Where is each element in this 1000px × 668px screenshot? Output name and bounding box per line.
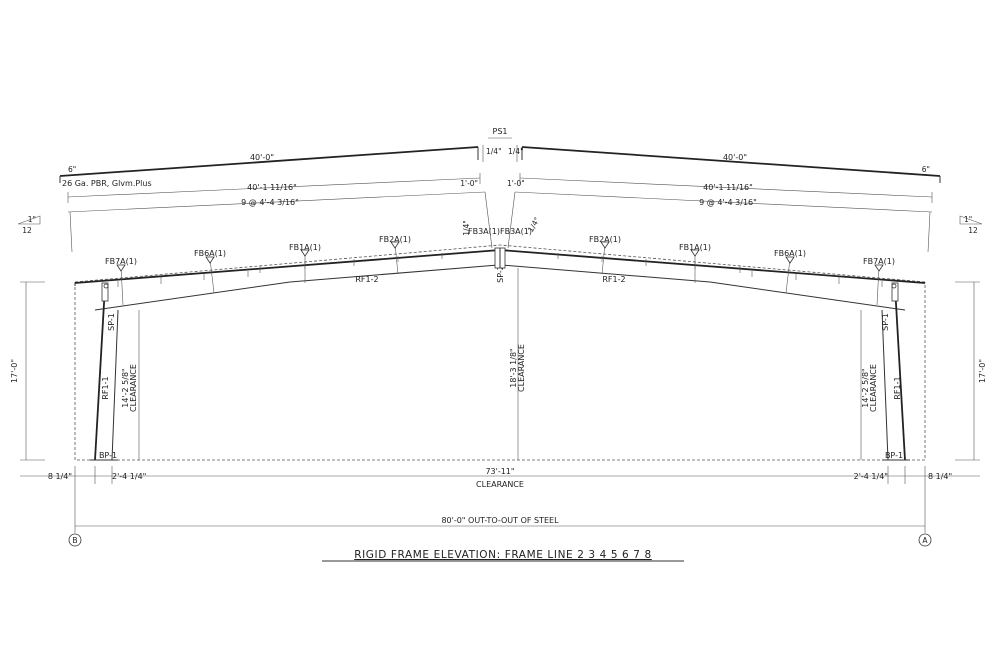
- left-ridge-offset: 1'-0": [460, 179, 478, 188]
- right-eave-height: 17'-0": [978, 359, 987, 383]
- right-rafter-label: RF1-2: [602, 275, 625, 284]
- right-clearance-height: 14'-2 5/8": [861, 368, 870, 407]
- fb-left-1: FB7A(1): [105, 257, 137, 266]
- left-eave-height: 17'-0": [10, 359, 19, 383]
- right-ridge-offset: 1'-0": [507, 179, 525, 188]
- right-base-offset: 8 1/4": [928, 472, 952, 481]
- center-clearance-word: CLEARANCE: [517, 344, 526, 392]
- left-column-label: RF1-1: [101, 376, 110, 399]
- left-rafter-label: RF1-2: [355, 275, 378, 284]
- left-clearance-height: 14'-2 5/8": [121, 368, 130, 407]
- left-rafter: [74, 249, 501, 311]
- left-ridge-gap: 1/4": [486, 147, 502, 156]
- left-panel-length: 40'-0": [250, 153, 274, 162]
- right-slope-rise: 1": [964, 215, 972, 224]
- fb-right-1: FB3A(1): [500, 227, 532, 236]
- left-splice-label: SP-1: [107, 313, 116, 331]
- fb-left-4: FB2A(1): [379, 235, 411, 244]
- left-slope-rise: 1": [28, 215, 36, 224]
- right-overhang: 6": [922, 165, 930, 174]
- left-purlin-spacing: 9 @ 4'-4 3/16": [241, 198, 299, 207]
- ridge-angle-left: 1/4": [462, 220, 471, 236]
- ridge-splice: [494, 247, 506, 269]
- left-column-depth: 2'-4 1/4": [112, 472, 146, 481]
- right-clearance-word: CLEARANCE: [869, 364, 878, 412]
- fb-left-5: FB3A(1): [468, 227, 500, 236]
- clear-span: 73'-11": [485, 467, 514, 476]
- clearance-height-dimensions: [138, 268, 862, 460]
- fb-left-2: FB6A(1): [194, 249, 226, 258]
- right-slope-indicator: [959, 215, 983, 225]
- horizontal-dimensions: [20, 466, 980, 533]
- left-column: [90, 282, 119, 461]
- right-slope-run: 12: [968, 226, 978, 235]
- right-column: [881, 282, 910, 461]
- frame-envelope: [74, 244, 926, 461]
- panel-note: 26 Ga. PBR, Glvm.Plus: [62, 179, 152, 188]
- left-slope-run: 12: [22, 226, 32, 235]
- overall-width: 80'-0" OUT-TO-OUT OF STEEL: [441, 516, 559, 525]
- left-clearance-word: CLEARANCE: [129, 364, 138, 412]
- left-overhang: 6": [68, 165, 76, 174]
- left-base-offset: 8 1/4": [48, 472, 72, 481]
- gridline-bubble-left: [68, 533, 82, 547]
- right-panel-length: 40'-0": [723, 153, 747, 162]
- ridge-tag: PS1: [493, 127, 508, 136]
- ridge-angle-right: 1/4": [526, 216, 542, 234]
- fb-right-5: FB7A(1): [863, 257, 895, 266]
- rafter-length-dimensions: [67, 173, 933, 253]
- left-base-label: BP-1: [99, 451, 117, 460]
- right-rafter-length: 40'-1 11/16": [703, 183, 753, 192]
- fb-right-2: FB2A(1): [589, 235, 621, 244]
- gridline-right-label: A: [922, 536, 928, 545]
- drawing-title: RIGID FRAME ELEVATION: FRAME LINE 2 3 4 …: [354, 549, 652, 561]
- right-column-label: RF1-1: [893, 376, 902, 399]
- flange-brace-leaders: [116, 241, 884, 306]
- right-splice-label: SP-1: [881, 313, 890, 331]
- fb-right-3: FB1A(1): [679, 243, 711, 252]
- center-clearance-height: 18'-3 1/8": [509, 348, 518, 387]
- fb-right-4: FB6A(1): [774, 249, 806, 258]
- fb-left-3: FB1A(1): [289, 243, 321, 252]
- roof-panel-lines: [59, 137, 941, 183]
- ridge-splice-label: SP-2: [496, 265, 505, 283]
- eave-height-dimensions: [20, 281, 980, 461]
- right-rafter: [499, 249, 926, 311]
- left-slope-indicator: [17, 215, 41, 225]
- left-rafter-length: 40'-1 11/16": [247, 183, 297, 192]
- gridline-left-label: B: [72, 536, 77, 545]
- right-purlin-spacing: 9 @ 4'-4 3/16": [699, 198, 757, 207]
- clear-span-label: CLEARANCE: [476, 480, 524, 489]
- right-base-label: BP-1: [885, 451, 903, 460]
- gridline-bubble-right: [918, 533, 932, 547]
- right-ridge-gap: 1/4": [508, 147, 524, 156]
- right-column-depth: 2'-4 1/4": [854, 472, 888, 481]
